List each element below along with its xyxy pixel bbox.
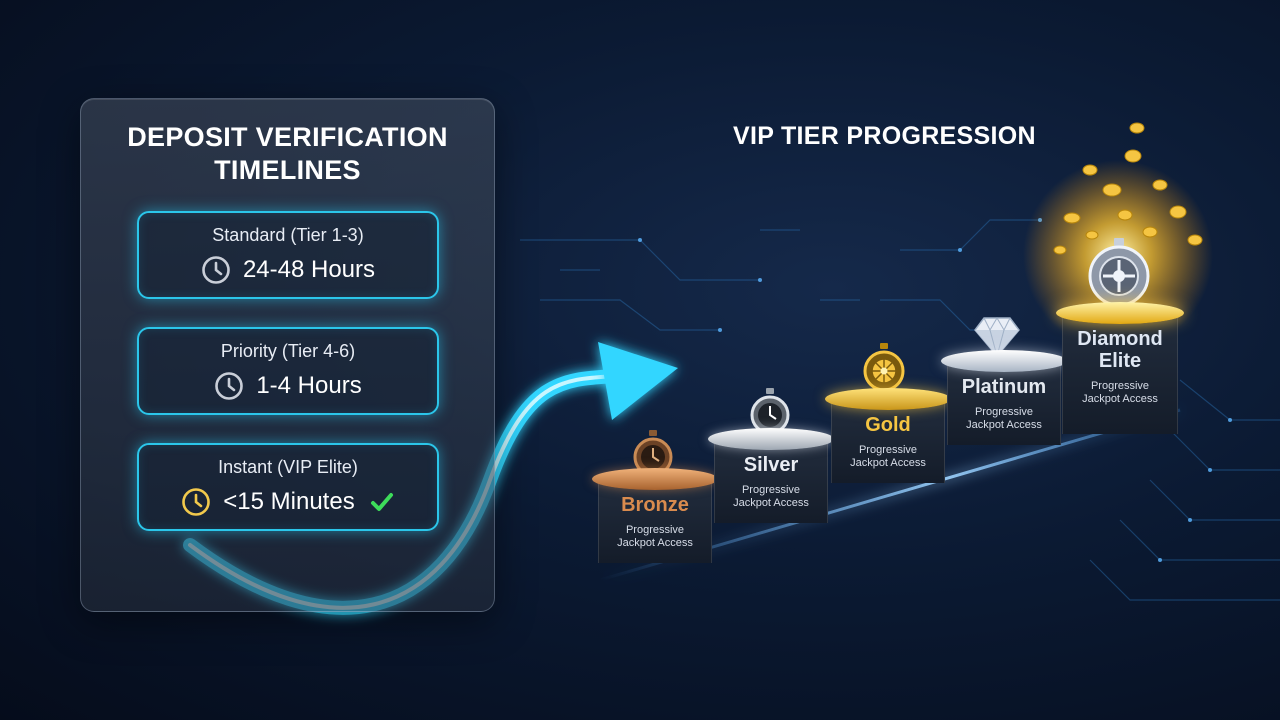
tier-desc: Progressive Jackpot Access <box>1082 380 1158 405</box>
tier-name: Silver <box>743 454 799 476</box>
gold-coins <box>1053 122 1203 255</box>
card-value: <15 Minutes <box>223 488 355 515</box>
clock-icon <box>182 488 211 516</box>
tier-desc: Progressive Jackpot Access <box>966 406 1042 431</box>
check-icon <box>370 493 393 511</box>
stopwatch-icon <box>750 388 790 435</box>
clock-icon <box>215 372 244 400</box>
tier-name: Bronze <box>621 494 689 516</box>
tier-desc: Progressive Jackpot Access <box>733 484 809 509</box>
diamond-icon <box>974 317 1020 358</box>
tier-podium-bronze: Bronze Progressive Jackpot Access <box>592 468 718 563</box>
card-label: Instant (VIP Elite) <box>218 457 358 477</box>
card-label: Standard (Tier 1-3) <box>212 225 364 245</box>
tier-podium-diamond-elite: Diamond Elite Progressive Jackpot Access <box>1056 302 1184 434</box>
card-value: 1-4 Hours <box>256 372 362 399</box>
timeline-card-priority: Priority (Tier 4-6) 1-4 Hours <box>137 327 439 415</box>
tier-podium-gold: Gold Progressive Jackpot Access <box>825 388 951 483</box>
vault-dial-icon <box>1088 238 1150 307</box>
card-label: Priority (Tier 4-6) <box>220 341 356 361</box>
tier-podium-platinum: Platinum Progressive Jackpot Access <box>941 350 1067 445</box>
roulette-icon <box>863 343 905 392</box>
tier-desc: Progressive Jackpot Access <box>617 524 693 549</box>
clock-icon <box>202 256 230 284</box>
timeline-card-instant: Instant (VIP Elite) <15 Minutes <box>137 443 439 531</box>
tier-desc: Progressive Jackpot Access <box>850 444 926 469</box>
tier-name: Gold <box>865 414 911 436</box>
tier-name: Platinum <box>961 376 1047 398</box>
verification-panel: DEPOSIT VERIFICATION TIMELINES Standard … <box>80 98 495 612</box>
tier-podium-silver: Silver Progressive Jackpot Access <box>708 428 834 523</box>
panel-title: DEPOSIT VERIFICATION TIMELINES <box>127 122 448 185</box>
arrow-head <box>598 342 678 420</box>
card-value: 24-48 Hours <box>242 256 376 283</box>
timeline-card-standard: Standard (Tier 1-3) 24-48 Hours <box>137 211 439 299</box>
tier-name: Diamond Elite <box>1077 328 1163 372</box>
vip-title: VIP TIER PROGRESSION <box>733 122 1036 150</box>
